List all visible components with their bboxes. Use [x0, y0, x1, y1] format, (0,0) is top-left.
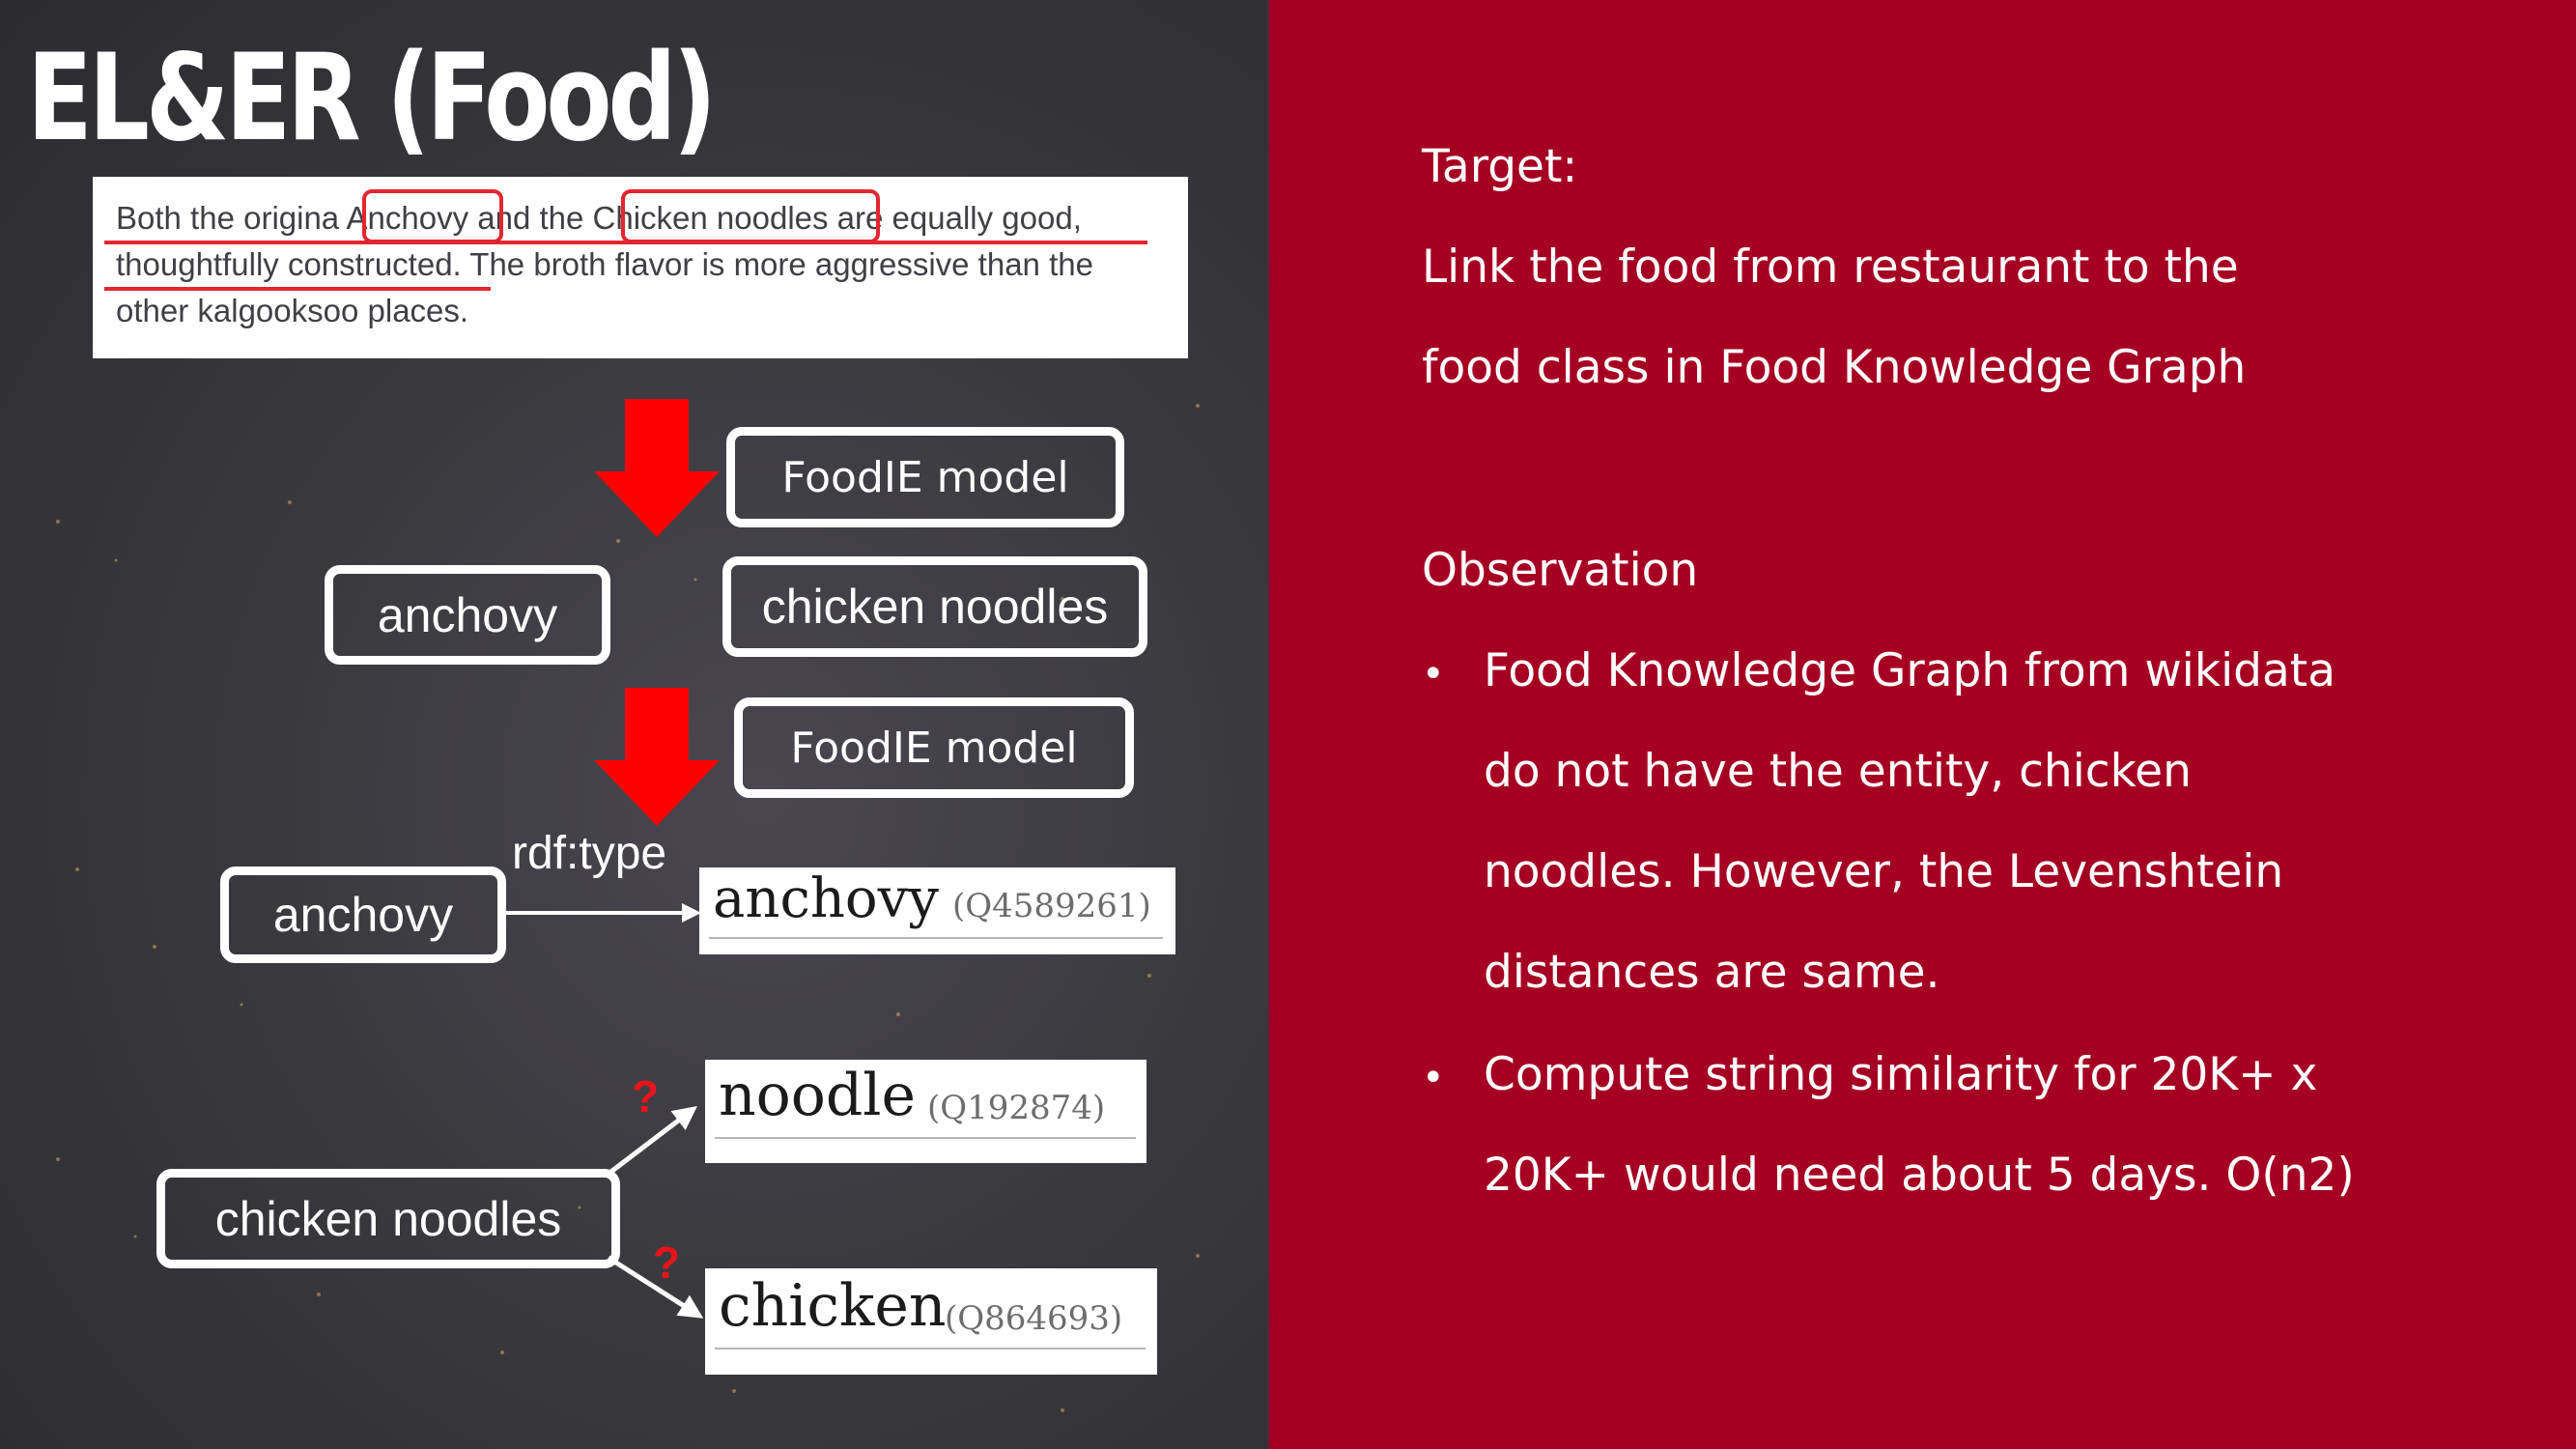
foodie-model-box-2: FoodIE model: [734, 697, 1134, 798]
entity-label: anchovy: [713, 867, 939, 930]
entity-divider: [709, 937, 1163, 939]
entity-card-anchovy: anchovy (Q4589261): [699, 867, 1175, 954]
entity-card-chicken: chicken (Q864693): [705, 1268, 1157, 1375]
foodie-model-box-1: FoodIE model: [726, 427, 1124, 527]
left-panel: EL&ER (Food) Both the origina Anchovy an…: [0, 0, 1270, 1449]
entity-id: (Q192874): [927, 1089, 1106, 1127]
review-quote-box: Both the origina Anchovy and the Chicken…: [93, 177, 1188, 358]
red-down-arrow-2: [594, 688, 720, 826]
rdf-type-label: rdf:type: [512, 828, 667, 879]
entity-id: (Q864693): [945, 1299, 1123, 1338]
observation-heading: Observation: [1422, 544, 1699, 597]
entity-card-noodle: noodle (Q192874): [705, 1060, 1146, 1163]
ambiguous-chicken-noodles-box: chicken noodles: [156, 1169, 620, 1268]
target-text-line-2: food class in Food Knowledge Graph: [1422, 341, 2247, 394]
red-down-arrow-1: [594, 399, 720, 537]
question-mark-noodle: ?: [632, 1071, 660, 1122]
quote-line-1: Both the origina Anchovy and the Chicken…: [116, 200, 1082, 236]
connector-arrows: [506, 903, 704, 1319]
extracted-chicken-noodles-box: chicken noodles: [722, 556, 1147, 657]
bullet-1-glyph: •: [1422, 652, 1445, 696]
bullet-1-line-2: do not have the entity, chicken: [1484, 745, 2192, 798]
bullet-2-glyph: •: [1422, 1056, 1445, 1100]
panel-divider: [1267, 0, 1271, 1449]
entity-divider: [715, 1348, 1146, 1350]
target-heading: Target:: [1422, 140, 1578, 193]
entity-label: chicken: [719, 1272, 947, 1340]
entity-id: (Q4589261): [952, 887, 1151, 925]
underline-sentence-1: [104, 241, 1147, 244]
quote-line-2: thoughtfully constructed. The broth flav…: [116, 246, 1093, 282]
entity-divider: [715, 1137, 1136, 1139]
quote-line-3: other kalgooksoo places.: [116, 293, 469, 328]
right-panel: [1270, 0, 2576, 1449]
noodle-candidate-arrow: [607, 1105, 697, 1176]
bullet-1-line-1: Food Knowledge Graph from wikidata: [1484, 644, 2336, 697]
slide-title: EL&ER (Food): [27, 29, 717, 168]
entity-label: noodle: [719, 1062, 916, 1129]
underline-thoughtfully-constructed: [104, 287, 491, 291]
link-source-anchovy-box: anchovy: [220, 867, 506, 963]
target-text-line-1: Link the food from restaurant to the: [1422, 241, 2239, 294]
bullet-2-line-2: 20K+ would need about 5 days. O(n2): [1484, 1149, 2355, 1202]
bullet-1-line-3: noodles. However, the Levenshtein: [1484, 845, 2284, 898]
city-lights-background: [56, 240, 1200, 1412]
chicken-candidate-arrow: [607, 1255, 704, 1319]
extracted-anchovy-box: anchovy: [325, 565, 610, 665]
bullet-2-line-1: Compute string similarity for 20K+ x: [1484, 1048, 2318, 1101]
bullet-1-line-4: distances are same.: [1484, 946, 1940, 999]
question-mark-chicken: ?: [653, 1237, 681, 1288]
